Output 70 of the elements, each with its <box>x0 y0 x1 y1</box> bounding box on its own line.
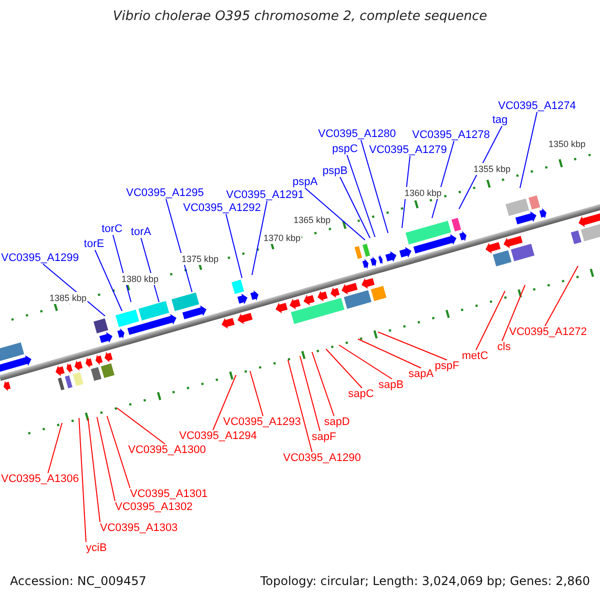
leader-line <box>378 332 448 360</box>
gene-label: VC0395_A1290 <box>283 452 361 464</box>
gene-label: VC0395_A1301 <box>130 488 208 500</box>
gene-label: pspA <box>292 176 318 188</box>
gene-label: cls <box>497 341 511 353</box>
leader-line <box>338 344 392 380</box>
leader-line <box>116 408 166 444</box>
gene-label: sapB <box>378 379 404 391</box>
gene-label: pspB <box>322 165 348 177</box>
leader-line <box>360 140 388 234</box>
gene-label: VC0395_A1274 <box>498 100 576 112</box>
scale-label: 1365 kbp <box>292 214 332 226</box>
leader-line <box>476 290 506 350</box>
leader-line <box>312 352 334 416</box>
gene-label: torE <box>84 238 104 250</box>
accession-text: Accession: NC_009457 <box>10 575 146 587</box>
leader-line <box>226 214 242 278</box>
gene-label: VC0395_A1303 <box>100 522 178 534</box>
leader-line <box>94 250 122 312</box>
scale-label: 1375 kbp <box>180 253 220 265</box>
gene-label: VC0395_A1295 <box>126 187 204 199</box>
gene-label: sapD <box>324 416 350 428</box>
gene-label: torC <box>102 223 122 235</box>
scale-label: 1355 kbp <box>472 163 512 175</box>
leader-line <box>358 338 422 368</box>
leader-line <box>96 416 116 502</box>
gene-label: yciB <box>86 542 107 554</box>
scale-label: 1370 kbp <box>262 232 302 244</box>
gene-label: tag <box>492 114 508 126</box>
leader-line <box>304 188 366 240</box>
gene-label: VC0395_A1278 <box>412 129 490 141</box>
gene-label: torA <box>130 226 152 238</box>
leader-line <box>544 266 578 326</box>
title: Vibrio cholerae O395 chromosome 2, complete sequence <box>112 11 488 23</box>
gene-label: sapC <box>348 388 374 400</box>
leader-line <box>300 356 320 432</box>
gene-label: VC0395_A1294 <box>179 430 257 442</box>
leader-line <box>288 360 312 452</box>
gene-label: VC0395_A1291 <box>226 189 304 201</box>
leader-line <box>48 422 62 474</box>
gene-label: VC0395_A1306 <box>1 473 79 485</box>
leader-line <box>502 284 526 342</box>
gene-label: VC0395_A1302 <box>115 501 193 513</box>
leader-line <box>346 154 376 238</box>
leader-line <box>78 418 86 542</box>
leader-line <box>88 418 100 522</box>
scale-label: 1385 kbp <box>48 292 88 304</box>
gene-label: VC0395_A1300 <box>128 444 206 456</box>
leader-line <box>340 176 370 238</box>
leader-line <box>520 112 538 188</box>
gene-label: VC0395_A1279 <box>369 144 447 156</box>
gene-label: VC0395_A1292 <box>183 202 261 214</box>
gene-label: pspF <box>434 360 460 372</box>
gene-label: VC0395_A1280 <box>318 128 396 140</box>
leader-line <box>252 200 268 276</box>
leader-line <box>326 348 362 388</box>
leader-line <box>106 416 130 488</box>
leader-line <box>212 374 236 430</box>
scale-label: 1380 kbp <box>120 273 160 285</box>
gene-label: VC0395_A1293 <box>223 416 301 428</box>
gene-label: sapF <box>312 431 336 443</box>
summary-text: Topology: circular; Length: 3,024,069 bp; Genes: 2,860 <box>260 575 590 587</box>
gene-label: VC0395_A1272 <box>509 326 587 338</box>
gene-label: pspC <box>332 143 358 155</box>
scale-label: 1360 kbp <box>403 187 443 199</box>
gene-label: VC0395_A1299 <box>1 252 79 264</box>
scale-label: 1350 kbp <box>547 138 587 150</box>
gene-label: metC <box>462 350 488 362</box>
gene-label: sapA <box>408 368 434 380</box>
leader-line <box>250 370 264 416</box>
